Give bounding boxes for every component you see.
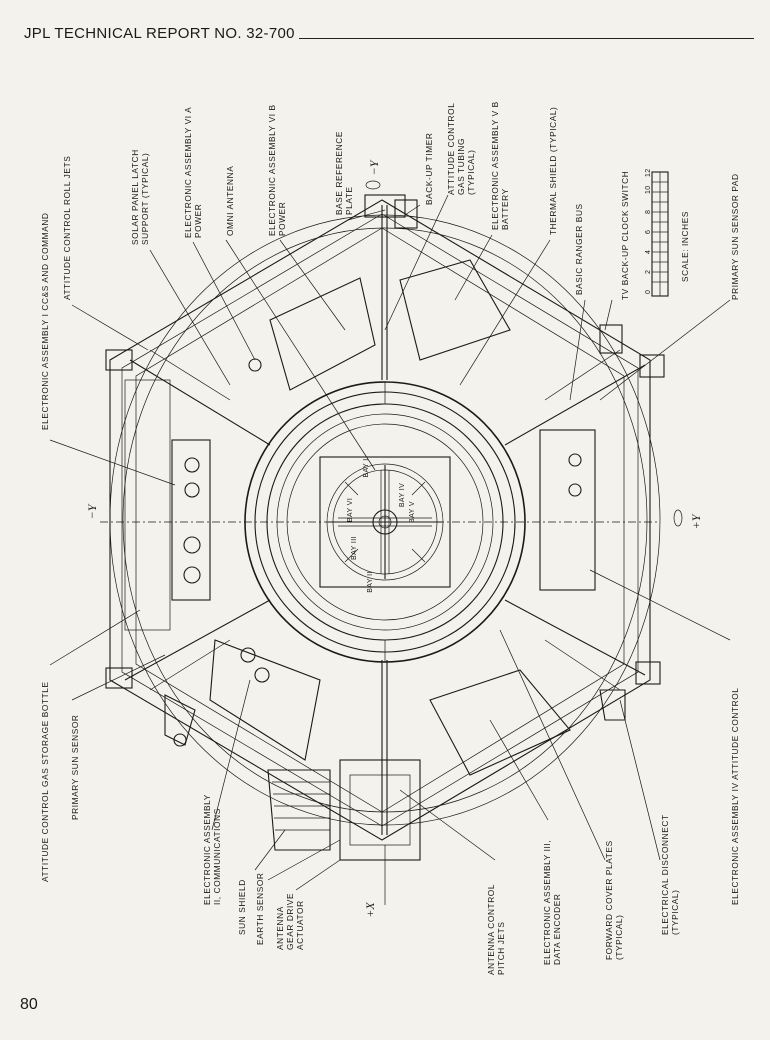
label-sun-shield: SUN SHIELD [237, 879, 247, 935]
scale-tick: 10 [645, 185, 652, 194]
label-ea3-2: DATA ENCODER [552, 894, 562, 965]
label-ea5b-1: ELECTRONIC ASSEMBLY V B [490, 101, 500, 230]
label-base-1: BASE REFERENCE [334, 131, 344, 215]
bay-label: BAY V [409, 501, 416, 523]
bay-label: BAY II [367, 571, 374, 593]
callout-labels: ELECTRONIC ASSEMBLY I CC&S AND COMMAND A… [40, 101, 740, 975]
label-ea5b-2: BATTERY [500, 188, 510, 230]
scale-tick: 4 [645, 250, 652, 254]
label-backup-timer: BACK-UP TIMER [424, 133, 434, 206]
scale-label: SCALE: INCHES [680, 211, 690, 282]
label-ranger-bus: BASIC RANGER BUS [574, 203, 584, 295]
label-ea3-1: ELECTRONIC ASSEMBLY III, [542, 840, 552, 965]
label-ea4: ELECTRONIC ASSEMBLY IV ATTITUDE CONTROL [730, 688, 740, 906]
label-gear-2: GEAR DRIVE [285, 893, 295, 950]
label-gas-bottle: ATTITUDE CONTROL GAS STORAGE BOTTLE [40, 681, 50, 882]
label-ea1: ELECTRONIC ASSEMBLY I CC&S AND COMMAND [40, 212, 50, 430]
page-header: JPL TECHNICAL REPORT NO. 32-700 [24, 20, 754, 42]
bay-label: BAY I [363, 458, 370, 477]
label-roll-jets: ATTITUDE CONTROL ROLL JETS [62, 156, 72, 300]
label-ea6b-1: ELECTRONIC ASSEMBLY VI B [267, 104, 277, 236]
label-ea6a-2: POWER [193, 204, 203, 238]
bay-label: BAY III [351, 536, 358, 560]
label-gas-tubing-3: (TYPICAL) [466, 149, 476, 195]
axis-markers: −Y −Y +Y +X [85, 159, 703, 917]
label-ea6b-2: POWER [277, 202, 287, 236]
bay-labels: BAY I BAY II BAY III BAY IV BAY V BAY VI [347, 458, 416, 592]
axis-plus-y: +Y [689, 513, 703, 529]
label-ea2-2: II, COMMUNICATIONS [212, 808, 222, 905]
leader-lines [49, 194, 731, 891]
scale-bar: 0 2 4 6 8 10 12 SCALE: INCHES [645, 168, 690, 297]
axis-minus-y-top: −Y [367, 159, 381, 175]
axis-plus-x: +X [363, 902, 377, 918]
bay-label: BAY IV [399, 483, 406, 507]
label-ea2-1: ELECTRONIC ASSEMBLY [202, 794, 212, 905]
label-gear-1: ANTENNA [275, 906, 285, 950]
report-title: JPL TECHNICAL REPORT NO. 32-700 [24, 25, 295, 42]
label-gas-tubing-1: ATTITUDE CONTROL [446, 103, 456, 195]
label-gas-tubing-2: GAS TUBING [456, 138, 466, 195]
scale-tick: 0 [645, 290, 652, 294]
label-fwd-1: FORWARD COVER PLATES [604, 840, 614, 960]
scale-tick: 12 [645, 168, 652, 177]
label-prim-sensor: PRIMARY SUN SENSOR [70, 715, 80, 820]
label-ea6a-1: ELECTRONIC ASSEMBLY VI A [183, 107, 193, 238]
assembly-panels [124, 259, 596, 861]
bay-label: BAY VI [347, 498, 354, 522]
label-base-2: PLATE [344, 186, 354, 215]
thermal-shield-outline [109, 214, 661, 826]
label-omni: OMNI ANTENNA [225, 166, 235, 236]
label-latch-2: SUPPORT (TYPICAL) [140, 153, 150, 245]
header-rule [298, 38, 754, 39]
scale-tick: 6 [645, 230, 652, 234]
struts [105, 194, 665, 835]
label-fwd-2: (TYPICAL) [614, 914, 624, 960]
label-tv-switch: TV BACK-UP CLOCK SWITCH [620, 171, 630, 300]
page-number: 80 [20, 996, 38, 1013]
label-gear-3: ACTUATOR [295, 900, 305, 950]
scale-tick: 2 [645, 270, 652, 274]
label-pitch-2: PITCH JETS [496, 922, 506, 975]
label-latch-1: SOLAR PANEL LATCH [130, 149, 140, 245]
label-thermal: THERMAL SHIELD (TYPICAL) [548, 107, 558, 235]
label-disc-2: (TYPICAL) [670, 889, 680, 935]
scale-tick: 8 [645, 210, 652, 214]
label-disc-1: ELECTRICAL DISCONNECT [660, 814, 670, 935]
label-sun-pad: PRIMARY SUN SENSOR PAD [730, 173, 740, 300]
axis-minus-y-left: −Y [85, 503, 99, 519]
label-pitch-1: ANTENNA CONTROL [486, 884, 496, 975]
label-earth-sensor: EARTH SENSOR [255, 872, 265, 945]
hexagon-frame [109, 199, 651, 841]
